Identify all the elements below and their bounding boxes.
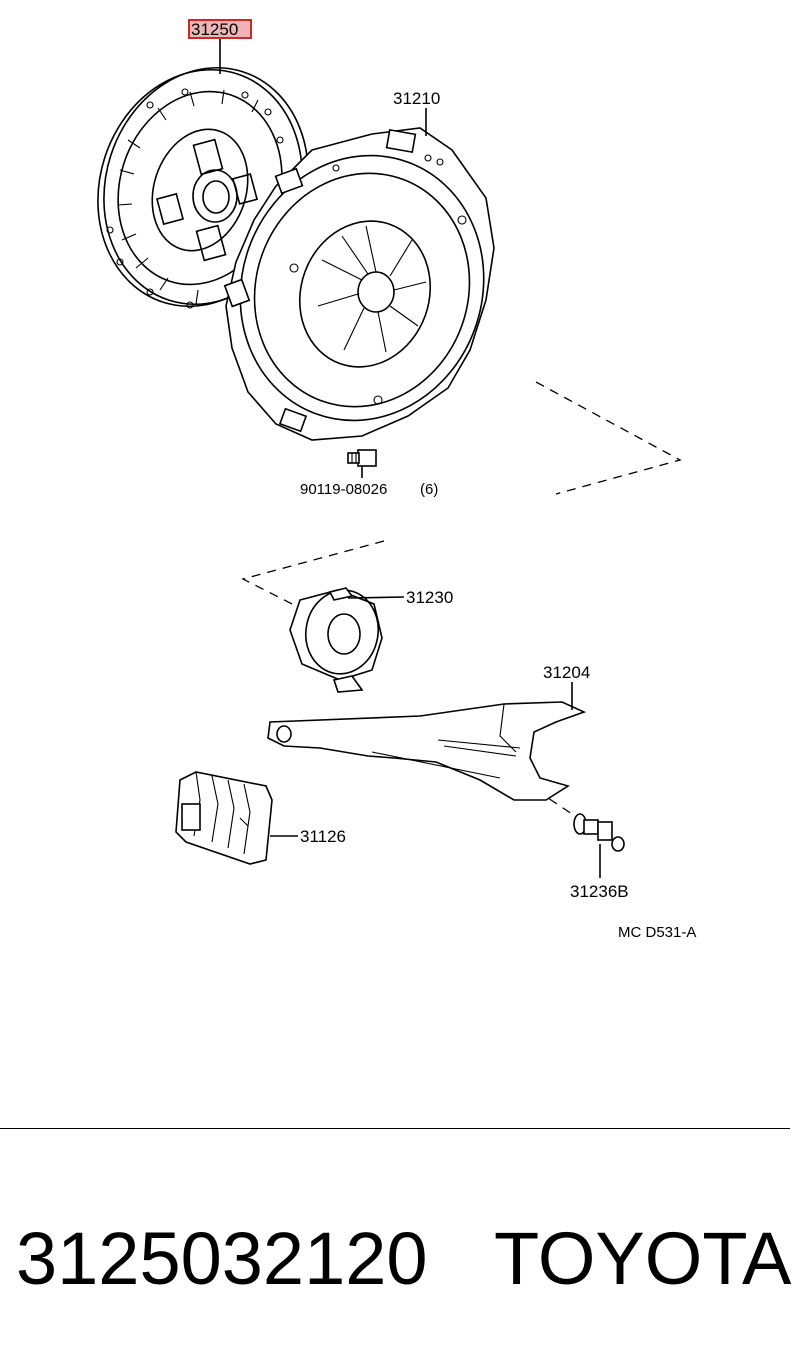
callout-release-bearing[interactable]: 31230 [406, 588, 453, 607]
drawing-code: MC D531-A [618, 924, 696, 941]
callout-fork-support[interactable]: 31236B [570, 882, 629, 901]
release-fork-drawing [267, 701, 587, 801]
release-bearing-drawing [289, 587, 383, 693]
callout-clutch-cover[interactable]: 31210 [393, 89, 440, 108]
fork-support-drawing [573, 813, 625, 852]
clutch-cover-drawing [223, 127, 495, 441]
highlight-box [188, 19, 252, 39]
callout-cover-bolt-qty: (6) [420, 481, 438, 498]
part-number: 3125032120 [16, 1217, 428, 1300]
callout-clutch-disc[interactable]: 31250 [191, 20, 238, 39]
brand-name: TOYOTA [494, 1217, 792, 1300]
callout-fork-boot[interactable]: 31126 [300, 827, 346, 846]
divider-line [0, 1128, 790, 1129]
callout-cover-bolt[interactable]: 90119-08026 [300, 481, 387, 498]
parts-diagram: 31250 31210 90119-08026 (6) 31230 31204 … [97, 19, 696, 941]
callout-release-fork[interactable]: 31204 [543, 663, 590, 682]
cover-bolt-drawing [347, 449, 377, 467]
fork-boot-drawing [175, 771, 273, 865]
leader-lines [219, 37, 601, 878]
